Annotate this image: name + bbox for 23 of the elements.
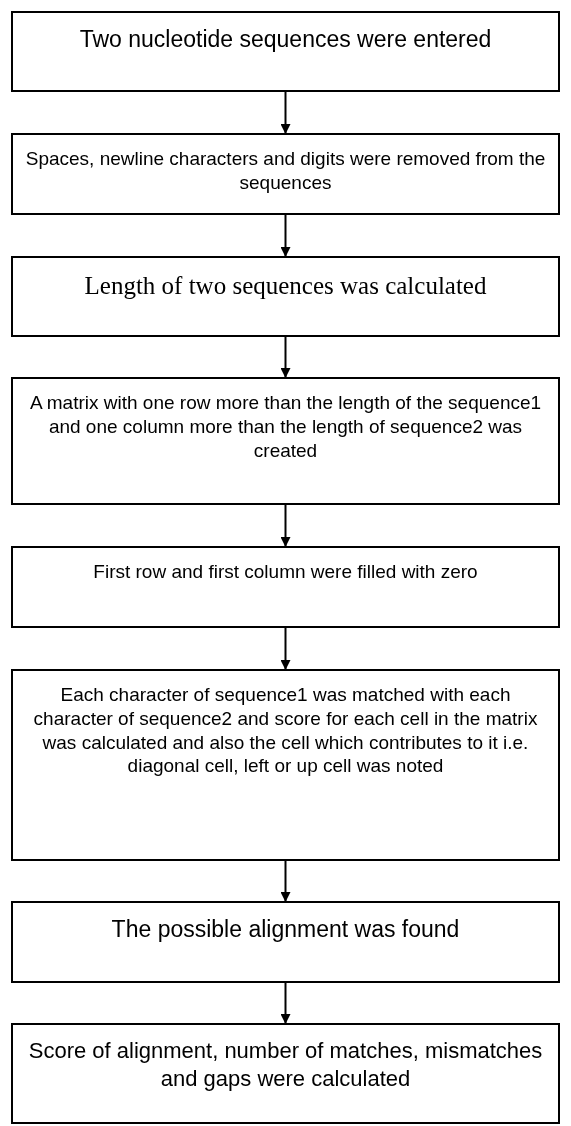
step-text: First row and first column were filled with zero — [92, 560, 479, 584]
step-text: A matrix with one row more than the length of the sequence1 and one column more than the length of sequence2 was created — [28, 391, 543, 463]
step-text: Two nucleotide sequences were entered — [78, 25, 493, 54]
process-box — [11, 546, 560, 628]
arrow — [280, 860, 291, 902]
process-box — [11, 669, 560, 861]
arrow — [280, 504, 291, 547]
arrow — [280, 91, 291, 134]
arrow — [280, 627, 291, 670]
process-box — [11, 256, 560, 337]
step-text: Spaces, newline characters and digits were removed from the sequences — [25, 147, 546, 195]
step-text: Score of alignment, number of matches, mismatches and gaps were calculated — [27, 1037, 544, 1092]
step-text: The possible alignment was found — [110, 915, 461, 944]
arrow — [280, 982, 291, 1024]
process-box — [11, 377, 560, 505]
arrow — [280, 214, 291, 257]
process-box — [11, 1023, 560, 1124]
step-text: Length of two sequences was calculated — [83, 271, 488, 301]
step-text: Each character of sequence1 was matched with each character of sequence2 and score for each cell in the matrix was calculated and also the cell which contributes to it i.e. diagonal cell, left or up cell was noted — [32, 683, 539, 778]
process-box — [11, 901, 560, 983]
process-box — [11, 11, 560, 92]
process-box — [11, 133, 560, 215]
arrow — [280, 336, 291, 378]
